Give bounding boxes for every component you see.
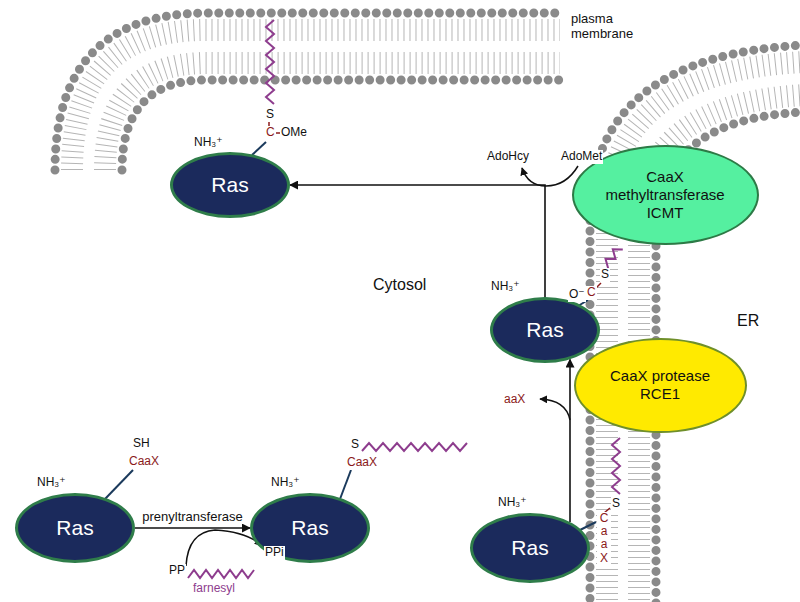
text-label: S — [611, 497, 621, 511]
reaction-arrow — [135, 527, 250, 529]
text-label: CaaX — [346, 456, 378, 470]
text-label: NH₃⁺ — [497, 496, 528, 510]
farnesyl-chain — [606, 249, 623, 268]
protein-ellipse: Ras — [490, 297, 600, 363]
text-label: C — [586, 286, 597, 300]
text-label: CaaX — [597, 512, 611, 565]
plasma-membrane — [55, 13, 560, 170]
text-label: S — [265, 108, 275, 122]
node-text: CaaX methyltransferase ICMT — [602, 168, 728, 222]
protein-ellipse: Ras — [170, 152, 290, 218]
text-label: PP — [168, 564, 186, 578]
text-label: NH₃⁺ — [193, 136, 224, 150]
node-text: Ras — [56, 516, 93, 540]
node-text: Ras — [211, 173, 248, 197]
node-text: Ras — [526, 318, 563, 342]
er-membrane — [590, 45, 800, 602]
text-label: S — [350, 438, 360, 452]
protein-ellipse: Ras — [470, 513, 590, 583]
reaction-arcs — [186, 166, 578, 566]
protein-ellipse: Ras — [15, 493, 135, 563]
text-label: S — [600, 268, 610, 282]
reaction-arrow — [569, 359, 571, 522]
text-label: ER — [736, 312, 760, 330]
bonds — [269, 122, 610, 513]
enzyme-ellipse: CaaX protease RCE1 — [574, 338, 747, 433]
node-text: Ras — [291, 516, 328, 540]
farnesyl-chain — [266, 20, 274, 104]
farnesyl-chain — [612, 438, 620, 494]
text-label: NH₃⁺ — [270, 476, 301, 490]
farnesyl-chains — [188, 20, 623, 578]
text-label: AdoMet — [560, 150, 603, 164]
node-text: CaaX protease RCE1 — [602, 367, 718, 403]
reaction-arrow — [290, 185, 545, 297]
text-label: Cytosol — [372, 276, 427, 294]
edge-label: prenyltransferase — [142, 509, 242, 524]
text-label: PPi — [264, 546, 285, 560]
text-label: NH₃⁺ — [36, 476, 67, 490]
text-label: NH₃⁺ — [490, 280, 521, 294]
text-label: AdoHcy — [486, 150, 530, 164]
text-label: farnesyl — [192, 582, 236, 596]
text-label: CaaX — [128, 455, 160, 469]
text-label: C — [265, 126, 276, 140]
text-label: aaX — [503, 393, 526, 407]
farnesyl-chain — [188, 570, 254, 578]
text-label: OMe — [280, 126, 308, 140]
farnesyl-chain — [362, 443, 467, 451]
node-text: Ras — [511, 536, 548, 560]
text-label: plasma membrane — [570, 12, 652, 42]
text-label: O⁻ — [568, 288, 586, 302]
text-label: SH — [132, 437, 151, 451]
